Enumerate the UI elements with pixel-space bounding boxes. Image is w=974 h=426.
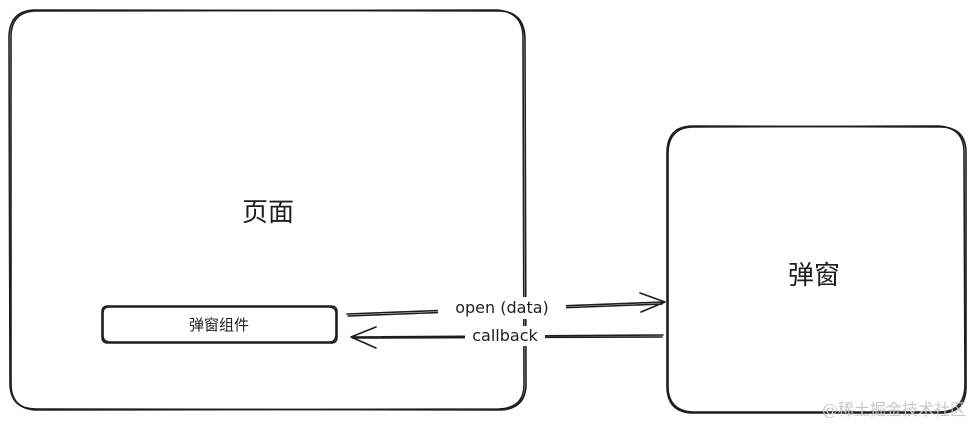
callback-label: callback bbox=[472, 326, 538, 345]
component-box bbox=[101, 305, 338, 344]
callback-label-background bbox=[465, 326, 545, 346]
popup-label: 弹窗 bbox=[788, 261, 840, 291]
component-label: 弹窗组件 bbox=[189, 316, 249, 334]
popup-box bbox=[666, 125, 967, 414]
watermark: @稀土掘金技术社区 bbox=[822, 400, 966, 419]
page-box bbox=[8, 9, 527, 411]
open-label: open (data) bbox=[455, 298, 549, 317]
open-label-background bbox=[438, 297, 566, 319]
page-label: 页面 bbox=[242, 198, 294, 228]
